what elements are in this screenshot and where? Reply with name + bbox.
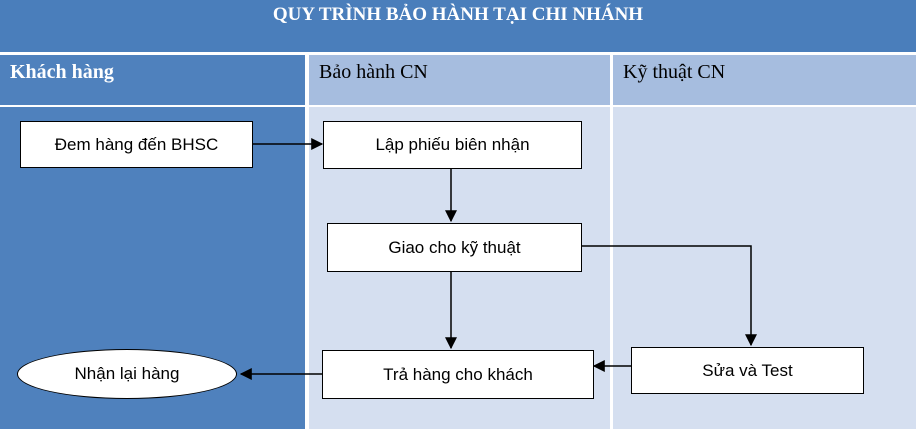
lane-header-customer: Khách hàng (0, 55, 305, 105)
lane-header-warranty: Bảo hành CN (309, 55, 610, 105)
step-return-goods: Trả hàng cho khách (322, 350, 594, 399)
step-repair-test: Sửa và Test (631, 347, 864, 394)
step-create-receipt: Lập phiếu biên nhận (323, 121, 582, 169)
lane-label-warranty: Bảo hành CN (319, 61, 428, 83)
step-receive-goods: Nhận lại hàng (17, 349, 237, 399)
step-assign-technician: Giao cho kỹ thuật (327, 223, 582, 272)
lane-header-technical: Kỹ thuật CN (613, 55, 916, 105)
lane-label-customer: Khách hàng (10, 61, 114, 83)
step-bring-goods: Đem hàng đến BHSC (20, 121, 253, 168)
arrow-assign-to-repair (582, 245, 757, 347)
diagram-title: QUY TRÌNH BẢO HÀNH TẠI CHI NHÁNH (272, 4, 644, 25)
title-bar (0, 0, 916, 52)
lane-label-technical: Kỹ thuật CN (623, 61, 726, 83)
